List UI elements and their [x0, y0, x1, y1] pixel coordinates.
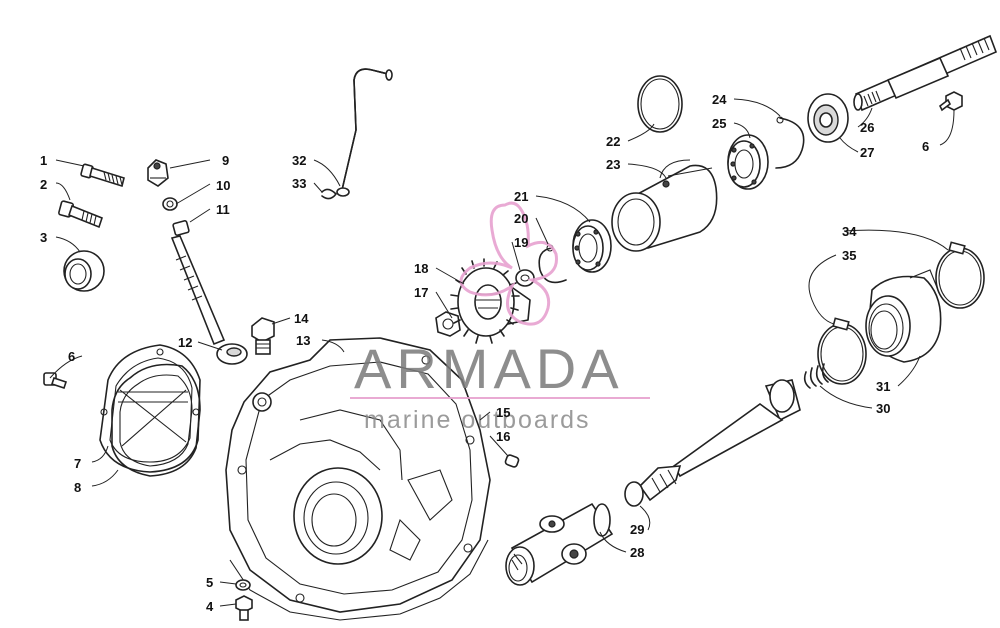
watermark-tagline: marine outboards: [364, 406, 591, 434]
part-label-30: 30: [876, 401, 890, 416]
part-label-25: 25: [712, 116, 726, 131]
part-label-26: 26: [860, 120, 874, 135]
part-label-22: 22: [606, 134, 620, 149]
seal-part-12: [216, 343, 248, 365]
part-label-2: 2: [40, 177, 47, 192]
part-label-16: 16: [496, 429, 510, 444]
part-label-34: 34: [842, 224, 857, 239]
washer-part-10: [162, 197, 178, 211]
part-label-8: 8: [74, 480, 81, 495]
part-label-20: 20: [514, 211, 528, 226]
leader-lines: [49, 98, 955, 607]
part-label-19: 19: [514, 235, 528, 250]
bolt-part-1: [80, 163, 125, 188]
part-label-6-left: 6: [68, 349, 75, 364]
part-label-1: 1: [40, 153, 47, 168]
o-ring-part-22: [637, 75, 683, 133]
snap-ring-part-24: [775, 116, 805, 169]
washer-part-19: [515, 269, 535, 287]
boot-clamp-part-35: [817, 317, 867, 385]
part-labels: 1 2 3 4 5 6 6 7 8 9 10 11 12 13 14 15 16…: [40, 92, 929, 614]
shaft-part-11: [170, 220, 226, 346]
part-label-15: 15: [496, 405, 510, 420]
part-label-7: 7: [74, 456, 81, 471]
part-label-6-right: 6: [922, 139, 929, 154]
watermark-logo: [459, 201, 558, 326]
part-label-9: 9: [222, 153, 229, 168]
rubber-boot-part-31: [865, 269, 942, 363]
oil-seal-part-3: [63, 250, 105, 292]
crankcase-housing-part-13: [225, 337, 491, 621]
bolt-part-6-left: [43, 372, 68, 390]
part-label-3: 3: [40, 230, 47, 245]
part-label-29: 29: [630, 522, 644, 537]
part-label-18: 18: [414, 261, 428, 276]
part-label-33: 33: [292, 176, 306, 191]
part-label-5: 5: [206, 575, 213, 590]
bevel-gear-part-18: [450, 258, 531, 344]
part-label-13: 13: [296, 333, 310, 348]
gasket-part-8: [111, 363, 201, 477]
washer-part-5: [235, 579, 251, 591]
part-label-31: 31: [876, 379, 890, 394]
dowel-pin-part-16: [504, 454, 520, 468]
part-label-17: 17: [414, 285, 428, 300]
bolt-part-6-right: [938, 91, 963, 112]
part-label-28: 28: [630, 545, 644, 560]
part-label-32: 32: [292, 153, 306, 168]
breather-fitting-part-9: [147, 159, 169, 187]
part-label-4: 4: [206, 599, 214, 614]
bolt-part-4: [235, 595, 253, 621]
spring-part-30: [803, 363, 829, 389]
part-label-11: 11: [216, 202, 230, 217]
part-label-10: 10: [216, 178, 230, 193]
boot-clamp-part-34: [935, 241, 985, 309]
nut-part-17: [435, 311, 461, 337]
breather-tube-part-32: [336, 68, 393, 197]
bolt-part-2: [58, 200, 103, 229]
bearing-part-27: [807, 93, 849, 143]
watermark: ARMADA marine outboards: [350, 201, 650, 434]
side-cover-part-7: [99, 344, 201, 473]
hose-clamp-part-33: [321, 188, 337, 200]
part-label-14: 14: [294, 311, 309, 326]
part-label-24: 24: [712, 92, 727, 107]
output-shaft-part-26: [853, 34, 998, 112]
bearing-part-21: [572, 219, 612, 273]
part-label-12: 12: [178, 335, 192, 350]
bearing-part-25: [727, 134, 769, 190]
part-label-21: 21: [514, 189, 528, 204]
part-label-35: 35: [842, 248, 856, 263]
watermark-name: ARMADA: [354, 337, 624, 400]
sleeve-part-23: [611, 159, 718, 252]
part-label-23: 23: [606, 157, 620, 172]
drive-shaft-part-29: [624, 379, 801, 507]
drain-plug-part-14: [251, 317, 275, 355]
part-label-27: 27: [860, 145, 874, 160]
universal-joint-part-28: [505, 502, 614, 586]
